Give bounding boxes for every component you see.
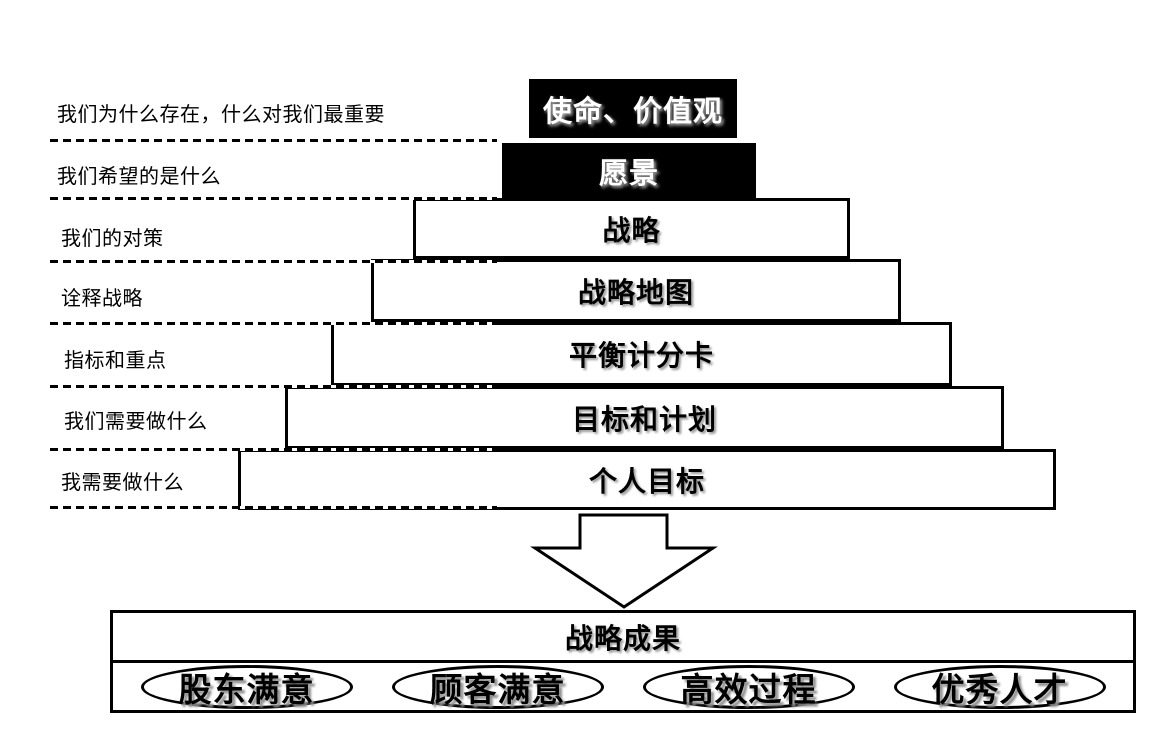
left-label-what-i-must-do: 我需要做什么 (61, 472, 184, 494)
down-arrow-icon (530, 511, 720, 611)
left-label-why-we-exist: 我们为什么存在，什么对我们最重要 (57, 104, 385, 126)
strategic-results-title: 战略成果 (113, 613, 1133, 663)
oval-customer-satisfaction: 顾客满意 (391, 664, 604, 709)
dashed-divider-5 (50, 385, 497, 388)
left-label-indicators-focus: 指标和重点 (64, 350, 167, 372)
left-label-what-we-hope: 我们希望的是什么 (57, 166, 221, 188)
dashed-divider-7 (50, 506, 497, 509)
pyramid-level-mission-values: 使命、价值观 (529, 79, 737, 138)
pyramid-level-strategy: 战略 (413, 198, 850, 259)
left-label-our-countermeasure: 我们的对策 (61, 228, 164, 250)
strategic-results-box: 战略成果 股东满意 顾客满意 高效过程 优秀人才 (110, 610, 1136, 713)
pyramid-level-goals-plans: 目标和计划 (285, 386, 1004, 449)
left-label-interpret-strategy: 诠释战略 (61, 288, 143, 310)
left-label-what-we-must-do: 我们需要做什么 (64, 411, 208, 433)
pyramid-level-strategy-map: 战略地图 (371, 259, 901, 322)
dashed-divider-6 (50, 448, 497, 451)
pyramid-level-balanced-scorecard: 平衡计分卡 (331, 322, 952, 386)
pyramid-level-vision: 愿景 (502, 143, 756, 198)
oval-efficient-process: 高效过程 (642, 664, 855, 709)
oval-excellent-talent: 优秀人才 (893, 664, 1106, 709)
dashed-divider-4 (50, 322, 497, 325)
oval-shareholder-satisfaction: 股东满意 (140, 664, 353, 709)
pyramid-level-personal-goals: 个人目标 (238, 449, 1056, 510)
dashed-divider-3 (50, 260, 497, 263)
strategic-results-ovals-row: 股东满意 顾客满意 高效过程 优秀人才 (113, 663, 1133, 710)
dashed-divider-2 (50, 197, 497, 200)
dashed-divider-1 (50, 139, 497, 142)
